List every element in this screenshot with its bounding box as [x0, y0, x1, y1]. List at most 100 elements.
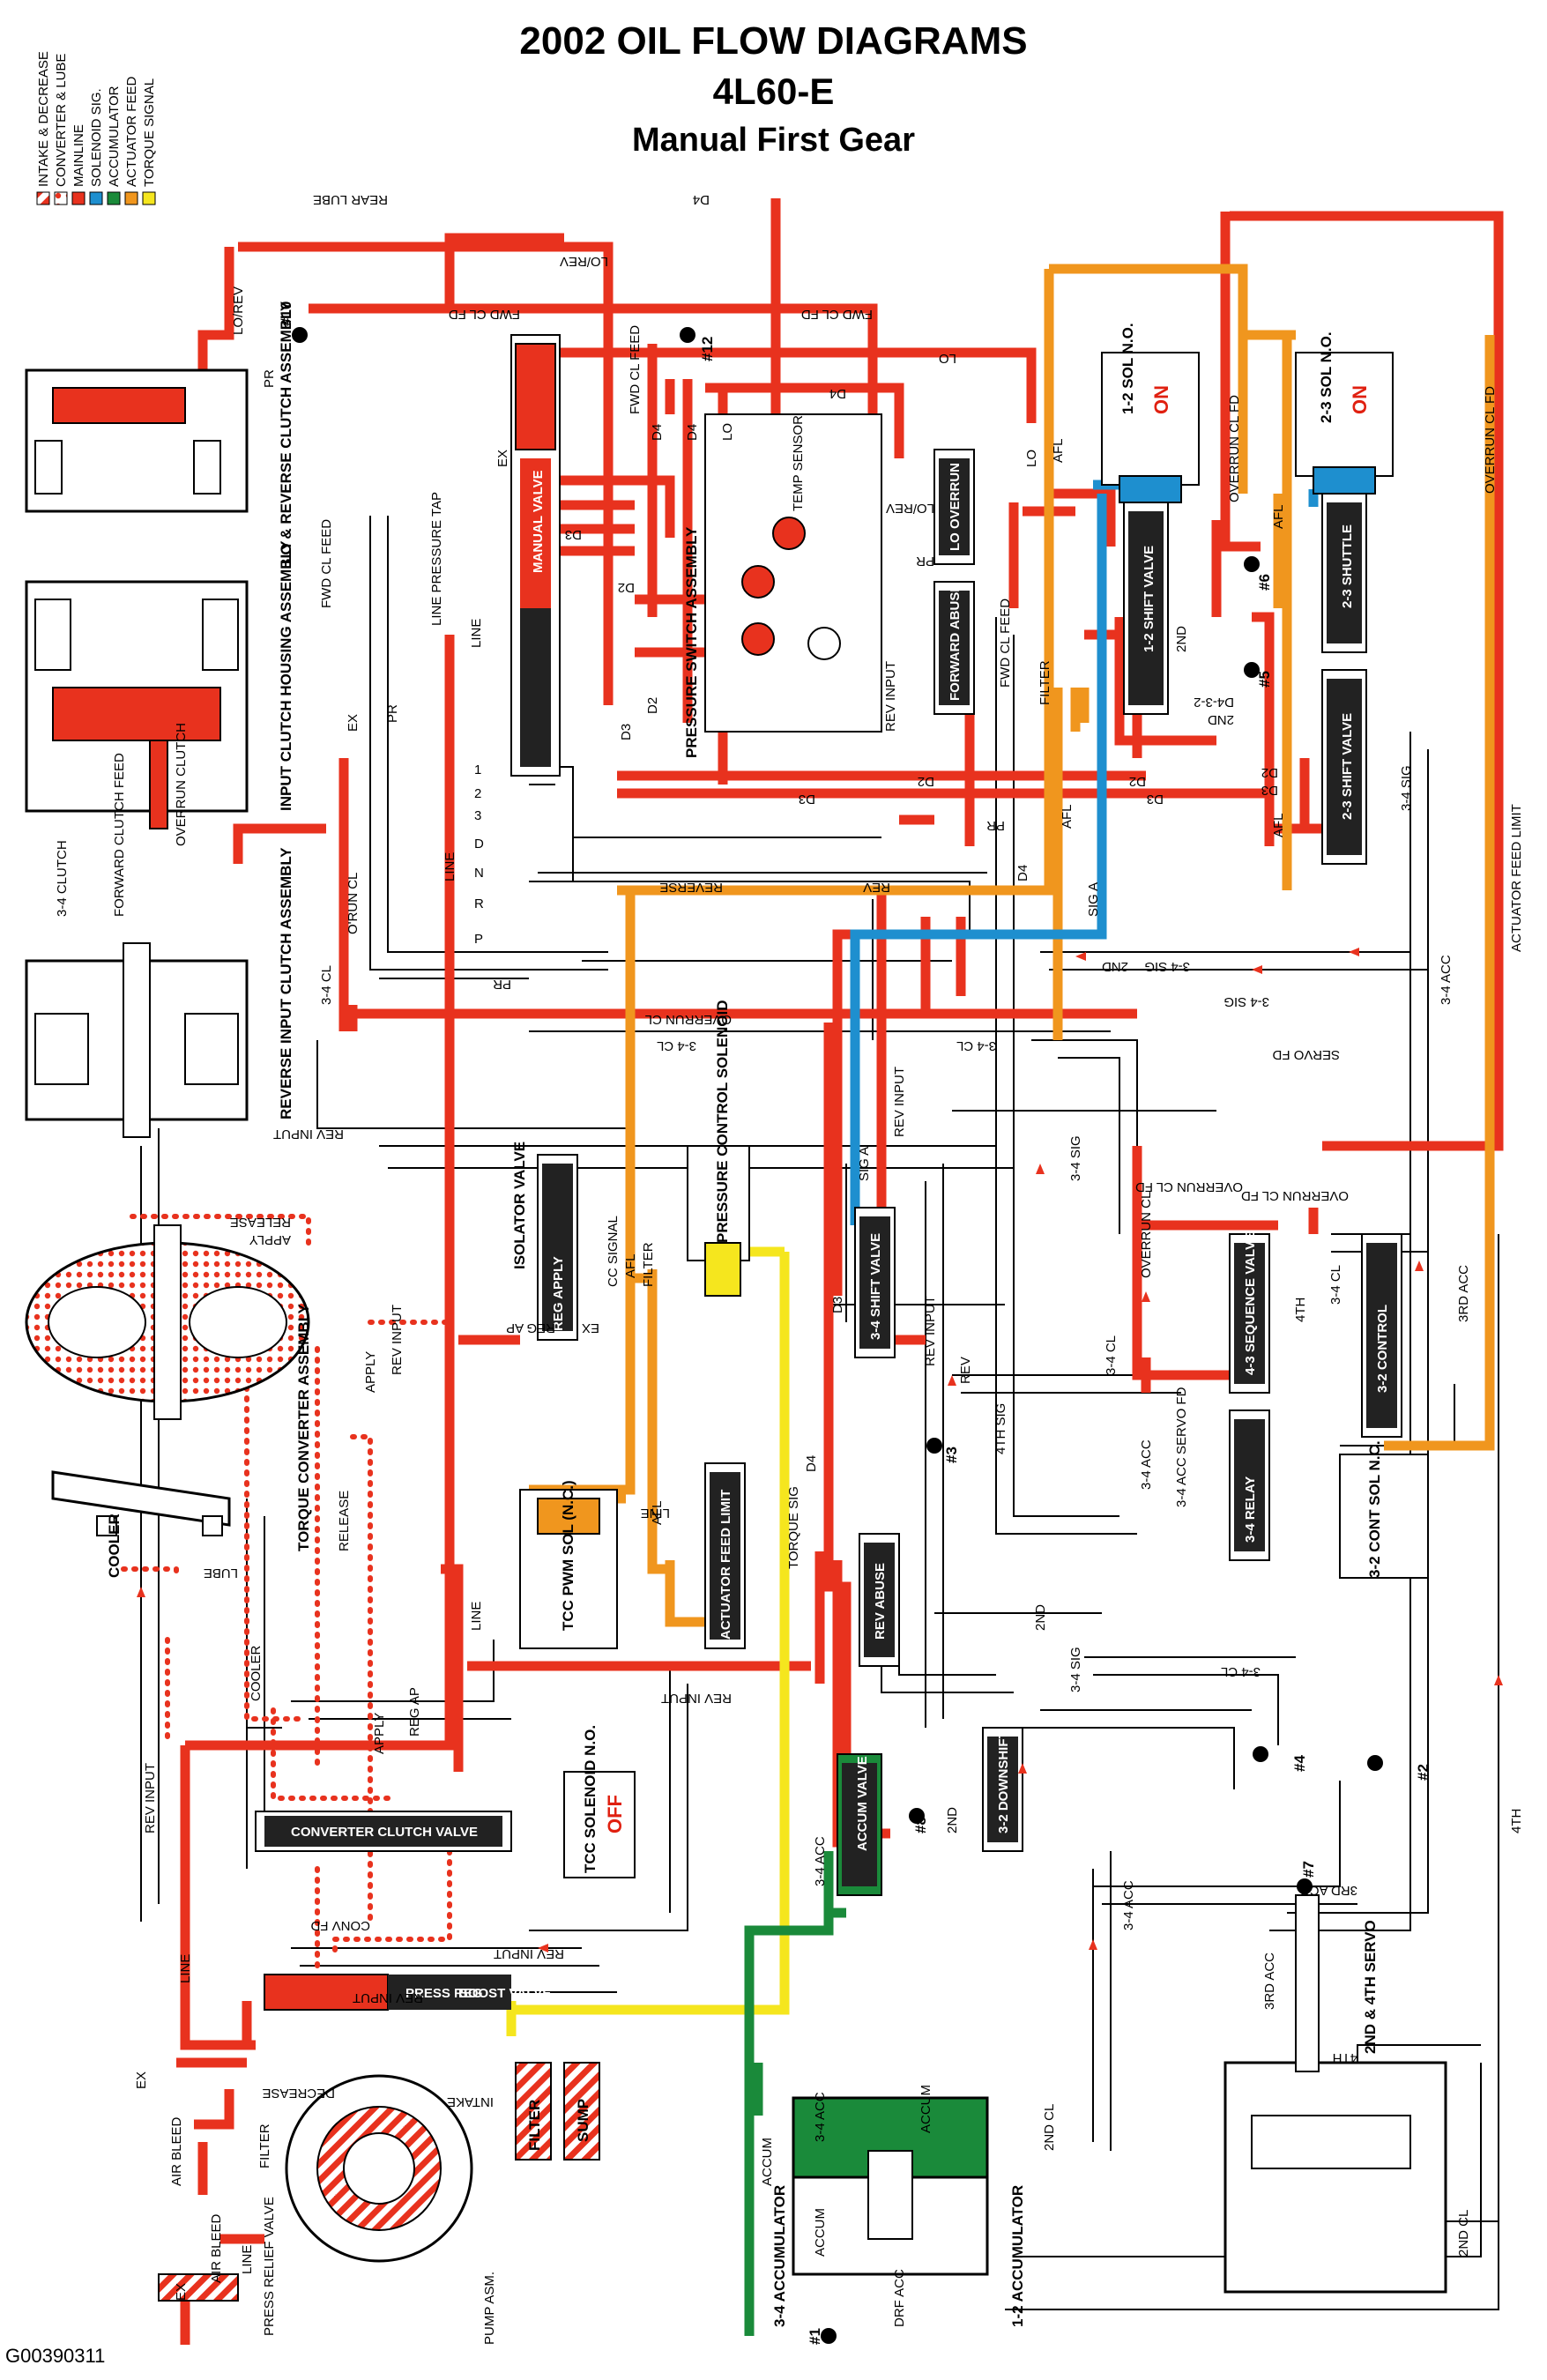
- boost-label: BOOST VALVE: [458, 1986, 551, 2001]
- range-label: 2: [474, 786, 481, 801]
- circuit-label: REG AP: [407, 1687, 422, 1737]
- flow-arrow: [1018, 1763, 1027, 1774]
- reverse-input-clutch-graphic: [25, 942, 249, 1138]
- solenoid-signal-passages: [850, 480, 1319, 1225]
- checkball-label: #7: [1300, 1861, 1317, 1878]
- circuit-label: 3-4 SIG: [1068, 1647, 1083, 1692]
- flow-arrow: [1036, 1164, 1045, 1174]
- circuit-label: 4TH: [1333, 2050, 1357, 2065]
- circuit-label: REV: [863, 880, 890, 895]
- circuit-label: LO: [939, 351, 956, 366]
- circuit-label: REV INPUT: [353, 1990, 423, 2005]
- circuit-label: REG AP: [506, 1320, 555, 1335]
- torque-converter-graphic: [25, 1224, 310, 1420]
- circuit-label: D4-3-2: [1194, 695, 1234, 710]
- figure-code: G00390311: [5, 2345, 106, 2367]
- circuit-label: 3-4 ACC: [1439, 955, 1454, 1005]
- circuit-label: 3-4 ACC: [813, 2092, 828, 2142]
- tcc-sol-state: OFF: [604, 1795, 626, 1833]
- circuit-label: D3: [830, 1297, 845, 1313]
- circuit-labels-vertical: LO/REV PR FWD CL FEED PR LINE PRESSURE T…: [55, 286, 1524, 2327]
- circuit-label: APPLY: [249, 1232, 291, 1247]
- legend-swatch-accumulator: [107, 191, 121, 205]
- circuit-label: D2: [1261, 765, 1278, 780]
- sol-23-state: ON: [1349, 385, 1371, 414]
- press-reg-valve: [264, 1974, 511, 2011]
- checkball-label: #5: [1256, 671, 1273, 688]
- servo-label: 2ND & 4TH SERVO: [1362, 1920, 1379, 2054]
- tcc-pwm-label: TCC PWM SOL (N.C.): [560, 1480, 576, 1631]
- circuit-label: EX: [134, 2071, 149, 2089]
- circuit-label: OVERRUN CL: [645, 1012, 732, 1027]
- manual-valve-label: MANUAL VALVE: [531, 470, 546, 573]
- circuit-label: LO: [720, 423, 735, 441]
- legend-label: CONVERTER & LUBE: [54, 54, 69, 187]
- circuit-label: D4: [829, 386, 846, 401]
- checkball-label: #2: [1415, 1764, 1432, 1781]
- shift-12-label: 1-2 SHIFT VALVE: [1142, 546, 1157, 652]
- circuit-label: REV INPUT: [494, 1946, 564, 1961]
- circuit-label: AFL: [650, 1500, 665, 1525]
- converter-clutch-valve: [255, 1811, 512, 1852]
- circuit-label: D4: [685, 424, 700, 441]
- legend-label: TORQUE SIGNAL: [142, 78, 157, 187]
- circuit-label: LO/REV: [231, 286, 246, 335]
- circuit-label: LINE: [641, 1506, 670, 1521]
- sump-label: SUMP: [575, 2099, 591, 2142]
- checkball-label: #12: [699, 337, 716, 361]
- circuit-label: FWD CL FEED: [998, 599, 1013, 688]
- circuit-label: EX: [346, 714, 361, 732]
- checkball: [680, 327, 695, 343]
- lo-reverse-clutch-label: LO & REVERSE CLUTCH ASSEMBLY: [278, 301, 294, 564]
- circuit-label: APPLY: [372, 1713, 387, 1754]
- pcs-label: PRESSURE CONTROL SOLENOID: [714, 1000, 731, 1244]
- mainline-passages: [176, 198, 1504, 2345]
- flow-arrow: [1075, 952, 1086, 961]
- downshift-32-label: 3-2 DOWNSHIFT: [996, 1730, 1011, 1833]
- input-clutch-label: INPUT CLUTCH HOUSING ASSEMBLY: [278, 540, 294, 811]
- lo-overrun-valve: [933, 449, 975, 565]
- isolator-valve: [537, 1154, 578, 1341]
- circuit-label: FILTER: [257, 2123, 272, 2168]
- circuit-label: CONV FD: [310, 1918, 370, 1933]
- circuit-label: OVERRUN CL: [1139, 1192, 1154, 1278]
- circuit-label: 2ND: [1174, 626, 1189, 652]
- circuit-label: D4: [650, 424, 665, 441]
- circuit-label: PR: [262, 369, 277, 388]
- circuit-label: FORWARD CLUTCH FEED: [112, 753, 127, 917]
- checkball-label: #1: [807, 2328, 823, 2345]
- press-reg-label: PRESS REG: [405, 1986, 483, 2001]
- circuit-label: EX: [495, 450, 510, 467]
- accum-valve: [837, 1753, 882, 1896]
- legend-label: SOLENOID SIG.: [89, 88, 104, 187]
- circuit-label: D3: [799, 792, 815, 807]
- circuit-label: D2: [1129, 774, 1146, 789]
- circuit-label: EX: [174, 2283, 189, 2301]
- circuit-label: REV INPUT: [661, 1691, 732, 1706]
- checkball: [1244, 662, 1260, 678]
- circuit-label: FILTER: [1038, 660, 1052, 705]
- circuit-label: REV INPUT: [390, 1305, 405, 1375]
- circuit-label: ACCUM: [760, 2138, 775, 2186]
- flow-arrows: [137, 948, 1503, 1952]
- circuit-label: LO/REV: [886, 501, 934, 516]
- checkballs: [292, 327, 1383, 2344]
- shift-23-valve: [1321, 669, 1367, 865]
- legend-label: INTAKE & DECREASE: [36, 51, 51, 187]
- circuit-label: 4TH: [1509, 1809, 1524, 1833]
- circuit-label: SIG A: [1086, 882, 1101, 917]
- circuit-label: 3-4 CL: [657, 1038, 696, 1053]
- flow-arrow: [948, 1375, 956, 1386]
- circuit-label: ACCUM: [919, 2085, 933, 2133]
- checkball: [909, 1808, 925, 1824]
- circuit-label: D3: [619, 724, 634, 740]
- circuit-label: D3: [1261, 783, 1278, 798]
- diagram-subtitle: 4L60-E: [712, 71, 835, 112]
- circuit-label: COOLER: [249, 1645, 264, 1701]
- checkball-label: #10: [278, 301, 294, 326]
- circuit-label: D3: [1147, 792, 1164, 807]
- circuit-label: LINE: [469, 619, 484, 648]
- circuit-label: INTAKE: [447, 2094, 494, 2109]
- circuit-label: DECREASE: [262, 2086, 335, 2101]
- circuit-label: RELEASE: [337, 1491, 352, 1551]
